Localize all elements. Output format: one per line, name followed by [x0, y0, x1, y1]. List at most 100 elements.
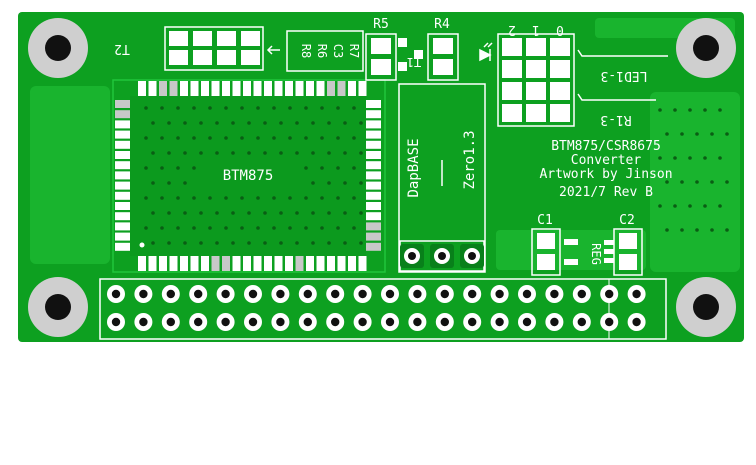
c2-label: C2 [619, 213, 635, 228]
jumper-pad [502, 60, 522, 78]
via [240, 226, 244, 230]
via [183, 121, 187, 125]
module-pad [211, 256, 220, 271]
r8-label: R8 [299, 44, 313, 58]
module-pad [138, 256, 146, 271]
via [208, 226, 212, 230]
module-pad [366, 171, 381, 180]
via [703, 204, 707, 208]
dap-pin-hole [438, 252, 446, 260]
module-pad [201, 256, 209, 271]
via [304, 106, 308, 110]
via [256, 196, 260, 200]
jumper-pad [502, 104, 522, 122]
gpio-pin-hole [303, 289, 312, 299]
via [279, 151, 283, 155]
via [183, 241, 187, 245]
module-pad [115, 130, 130, 139]
gpio-pin-hole [111, 289, 121, 299]
btm875-right-pads [366, 100, 381, 251]
via [247, 211, 251, 215]
via [224, 196, 228, 200]
module-pad [337, 81, 346, 96]
copper-pour [30, 18, 740, 272]
via [336, 226, 340, 230]
module-pad [285, 256, 293, 271]
via [359, 181, 363, 185]
t2-pad [169, 50, 188, 65]
via [256, 106, 260, 110]
via [343, 211, 347, 215]
gpio-pin-hole [577, 289, 586, 299]
via [247, 121, 251, 125]
via [359, 151, 363, 155]
via [665, 180, 669, 184]
module-pad [232, 256, 241, 271]
r6-label: R6 [315, 44, 329, 58]
via [144, 226, 148, 230]
gpio-pin-hole [221, 317, 230, 327]
module-pad [366, 161, 381, 170]
module-pad [285, 81, 293, 96]
via [199, 121, 203, 125]
module-pad [115, 120, 130, 129]
via [359, 211, 363, 215]
t2-pad [193, 31, 212, 46]
board-vias [658, 108, 729, 232]
via [320, 106, 324, 110]
via [304, 226, 308, 230]
via [160, 226, 164, 230]
gpio-pin-hole [194, 289, 203, 299]
via [673, 156, 677, 160]
gpio-pin-hole [440, 289, 449, 299]
gpio-pin-hole [276, 317, 285, 327]
via [288, 226, 292, 230]
via [327, 181, 331, 185]
module-pad [190, 256, 199, 271]
via [718, 108, 722, 112]
gpio-pin-hole [385, 317, 395, 327]
via [208, 106, 212, 110]
info-line-3: Artwork by Jinson [539, 167, 672, 182]
via [231, 151, 235, 155]
via [359, 121, 363, 125]
module-pad [169, 256, 178, 271]
via [176, 166, 180, 170]
via [311, 121, 315, 125]
info-line-2: Converter [571, 153, 642, 168]
via [352, 226, 356, 230]
via [215, 151, 219, 155]
via [343, 121, 347, 125]
module-pad [190, 81, 199, 96]
t1-footprint [398, 38, 423, 71]
via [336, 196, 340, 200]
c2-footprint [613, 228, 643, 276]
via [703, 156, 707, 160]
gpio-pin-hole [413, 289, 422, 299]
module-pad [180, 256, 188, 271]
jumper-pad [526, 104, 546, 122]
r1-label: R1-3 [600, 112, 631, 127]
via [680, 228, 684, 232]
via [183, 211, 187, 215]
led-symbol-icon [479, 42, 493, 62]
via [710, 132, 714, 136]
via [695, 180, 699, 184]
via [688, 108, 692, 112]
via [718, 156, 722, 160]
module-pad [115, 232, 130, 241]
via [725, 132, 729, 136]
module-pad [274, 256, 283, 271]
t2-pad [217, 50, 236, 65]
module-pad [366, 242, 381, 251]
via [320, 196, 324, 200]
via [215, 121, 219, 125]
via [304, 166, 308, 170]
jumper-pad [550, 104, 570, 122]
via [336, 106, 340, 110]
via [311, 181, 315, 185]
gpio-pin-hole [331, 317, 340, 327]
module-pad [115, 171, 130, 180]
module-pad [222, 256, 230, 271]
